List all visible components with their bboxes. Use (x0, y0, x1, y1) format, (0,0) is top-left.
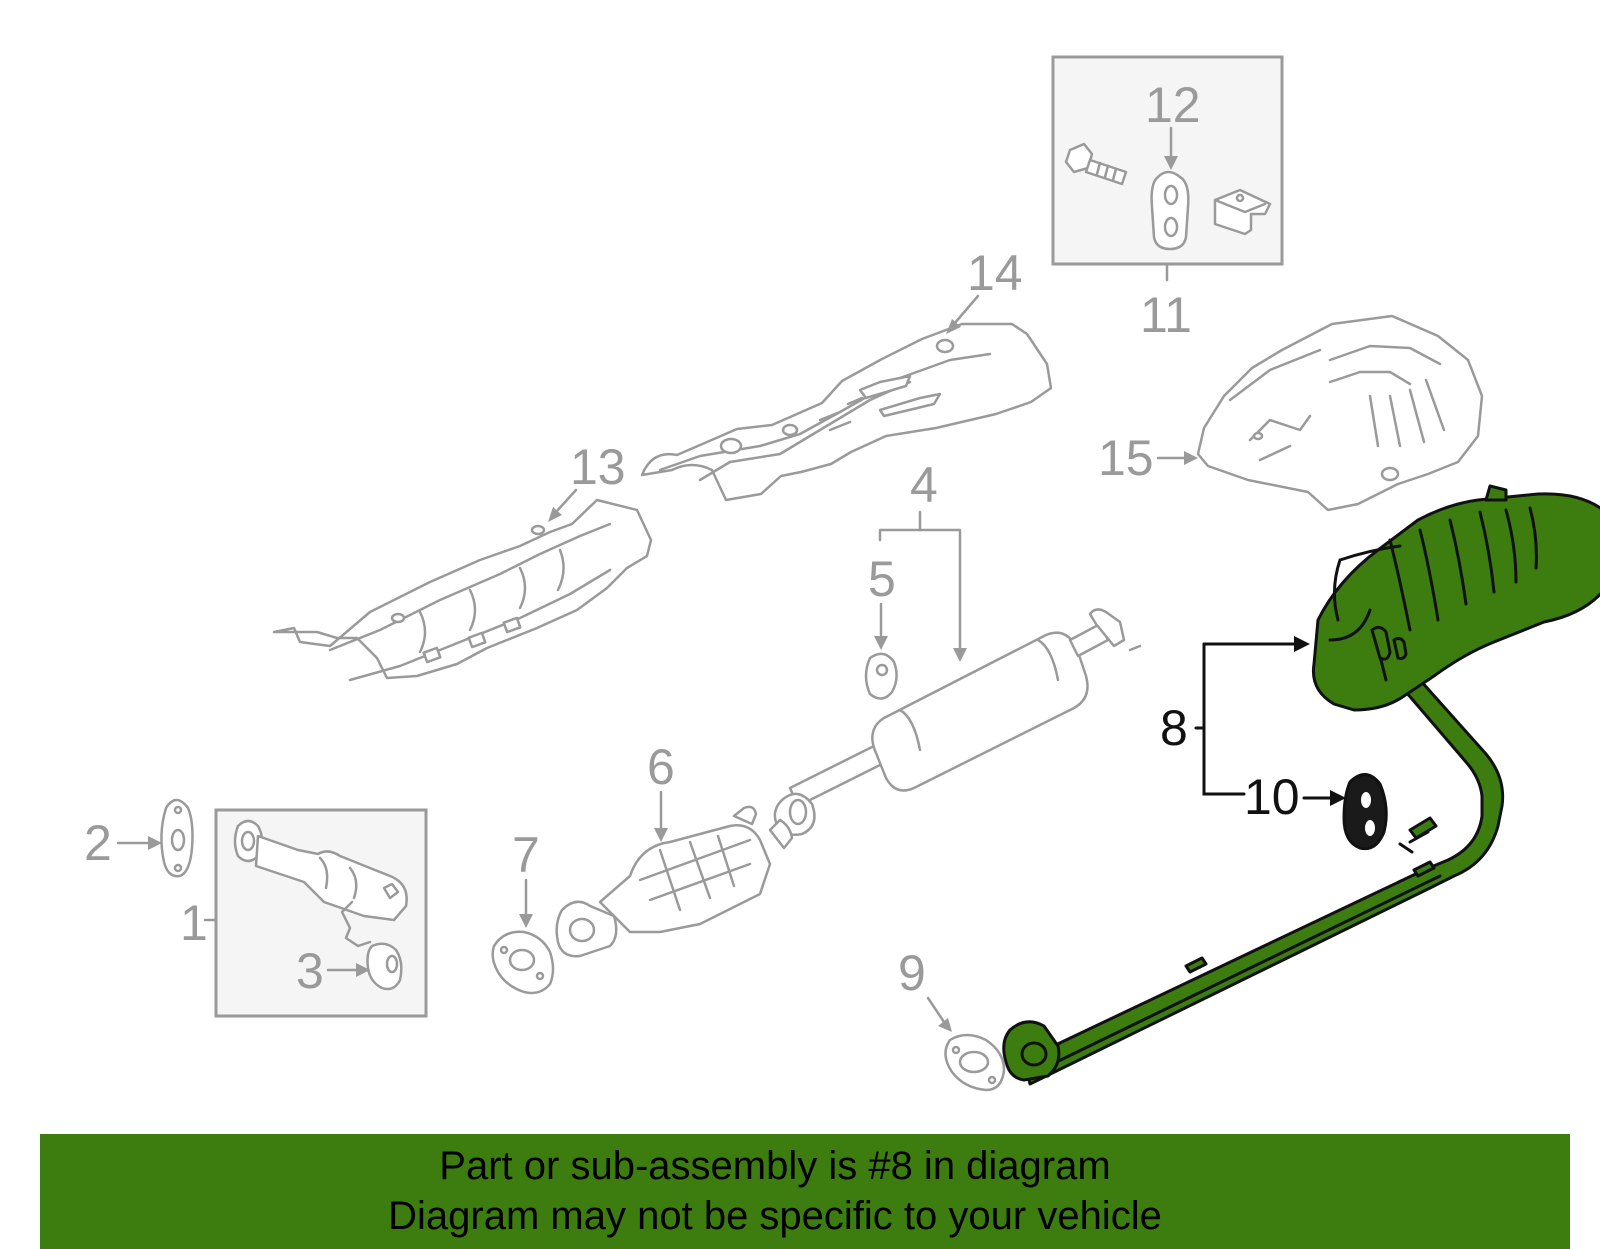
part-11-bolt (1064, 142, 1128, 186)
arrow-10 (1302, 790, 1346, 806)
callout-9: 9 (898, 945, 926, 1001)
part-4-center-pipe (773, 608, 1142, 836)
arrow-6 (654, 790, 668, 842)
part-3-hanger (366, 942, 403, 991)
banner-line-2: Diagram may not be specific to your vehi… (388, 1194, 1162, 1238)
part-5-hanger (864, 652, 898, 700)
callout-14: 14 (967, 245, 1023, 301)
part-10-hanger (1342, 773, 1388, 851)
info-banner: Part or sub-assembly is #8 in diagram Di… (40, 1134, 1570, 1249)
part-15-heat-shield (1196, 314, 1484, 512)
callout-8: 8 (1160, 700, 1188, 756)
part-11-bracket (1213, 188, 1272, 236)
banner-line-1: Part or sub-assembly is #8 in diagram (439, 1144, 1111, 1188)
part-12-rubber-hanger (1150, 170, 1190, 251)
callout-4: 4 (910, 457, 938, 513)
arrow-14 (946, 294, 980, 334)
callout-5: 5 (868, 551, 896, 607)
part-13-heat-shield (272, 498, 653, 682)
part-1-front-pipe-kit (203, 808, 428, 1018)
callout-13: 13 (570, 439, 626, 495)
arrow-5 (874, 602, 888, 650)
callout-1: 1 (180, 895, 208, 951)
arrow-13 (548, 488, 578, 522)
part-7-gasket (491, 930, 555, 995)
arrow-9 (926, 996, 952, 1032)
arrow-2 (116, 836, 162, 850)
arrow-12 (1164, 126, 1178, 170)
callout-6: 6 (647, 739, 675, 795)
callout-11: 11 (1140, 287, 1192, 343)
callout-3: 3 (296, 943, 324, 999)
callout-7: 7 (512, 827, 540, 883)
arrow-15 (1156, 451, 1198, 465)
arrow-7 (519, 878, 533, 928)
callout-2: 2 (84, 815, 112, 871)
part-6-catalytic-converter (555, 805, 794, 958)
part-8-muffler-assembly (1002, 484, 1600, 1086)
part-14-heat-shield (640, 322, 1053, 502)
part-1-front-pipe (233, 819, 408, 948)
bracket-4 (878, 510, 967, 662)
callout-12: 12 (1145, 77, 1201, 133)
callout-15: 15 (1098, 430, 1154, 486)
part-9-gasket (944, 1033, 1006, 1092)
part-2-gasket (160, 798, 194, 878)
bracket-8 (1194, 636, 1310, 796)
arrow-3 (326, 963, 370, 977)
callout-10: 10 (1244, 769, 1300, 825)
part-11-hanger-kit (1051, 55, 1284, 282)
